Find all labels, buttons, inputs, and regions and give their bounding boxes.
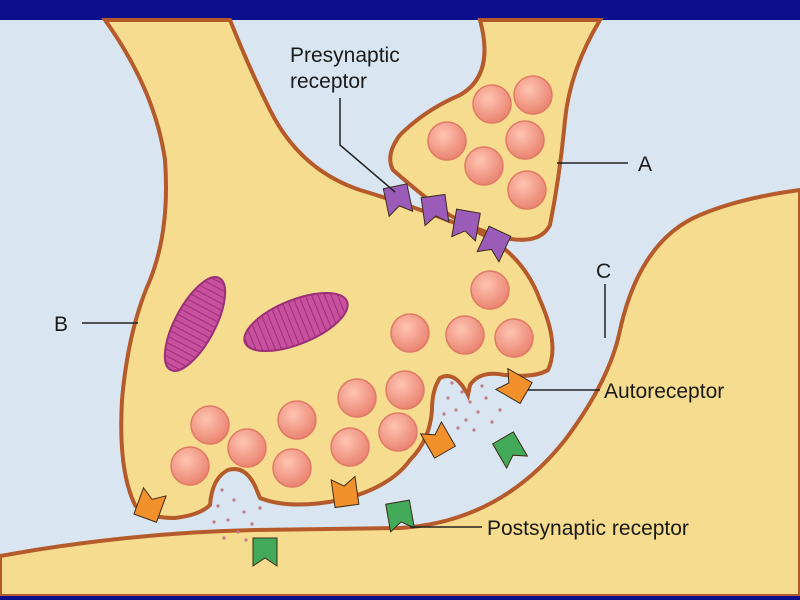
vesicle bbox=[513, 75, 553, 115]
vesicle bbox=[385, 370, 425, 410]
label-b: B bbox=[54, 313, 68, 336]
vesicle bbox=[494, 318, 534, 358]
neurotransmitter-release-2 bbox=[212, 488, 262, 542]
vesicle bbox=[190, 405, 230, 445]
leader-presynaptic-receptor bbox=[339, 98, 396, 193]
mitochondrion-1 bbox=[163, 276, 227, 372]
vesicle bbox=[427, 121, 467, 161]
label-a: A bbox=[638, 153, 652, 176]
mitochondrion-2 bbox=[243, 292, 349, 352]
leader-lines bbox=[82, 98, 628, 528]
vesicle bbox=[330, 427, 370, 467]
vesicle bbox=[390, 313, 430, 353]
vesicle bbox=[470, 270, 510, 310]
vesicle bbox=[170, 446, 210, 486]
title-banner bbox=[0, 0, 800, 20]
vesicle bbox=[227, 428, 267, 468]
vesicle bbox=[445, 315, 485, 355]
label-autoreceptor: Autoreceptor bbox=[604, 380, 724, 403]
vesicle bbox=[272, 448, 312, 488]
label-presynaptic-receptor-line1: Presynaptic bbox=[290, 44, 400, 67]
vesicle bbox=[464, 146, 504, 186]
label-presynaptic-receptor-line2: receptor bbox=[290, 70, 367, 93]
label-c: C bbox=[596, 260, 611, 283]
vesicle bbox=[378, 412, 418, 452]
label-postsynaptic-receptor: Postsynaptic receptor bbox=[487, 517, 689, 540]
vesicle bbox=[507, 170, 547, 210]
vesicle bbox=[472, 84, 512, 124]
vesicle bbox=[505, 120, 545, 160]
postsynaptic-neuron bbox=[0, 187, 800, 598]
neurotransmitter-release-1 bbox=[442, 381, 502, 432]
vesicle bbox=[337, 378, 377, 418]
bottom-banner bbox=[0, 596, 800, 600]
vesicle bbox=[277, 400, 317, 440]
